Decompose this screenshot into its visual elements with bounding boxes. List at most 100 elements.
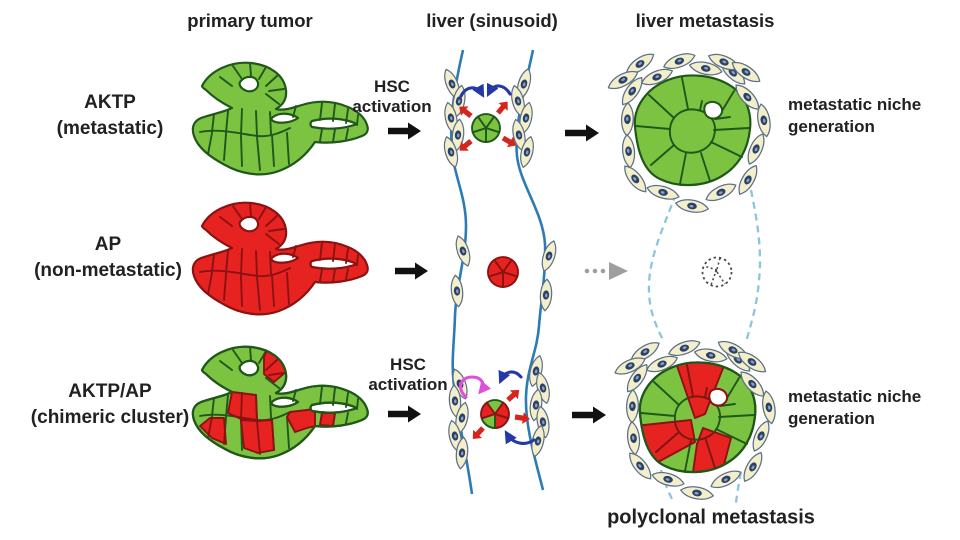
signaling-arrow-blue: [498, 369, 523, 385]
hsc-cell: [607, 70, 639, 90]
hsc-cell: [738, 164, 758, 195]
dead-cell-icon: [701, 256, 733, 288]
blue-arrows-row3: [498, 369, 536, 445]
hsc-cell: [731, 61, 761, 83]
hsc-activation-row3-line2: activation: [368, 375, 448, 394]
hsc-cell: [629, 452, 652, 480]
niche-row1-line2: generation: [788, 117, 875, 136]
hsc-cell: [693, 348, 728, 363]
hsc-cell: [625, 53, 655, 75]
signaling-arrow-blue: [504, 430, 536, 445]
hsc-cell: [762, 390, 776, 425]
hsc-cell: [688, 61, 723, 76]
hsc-cell: [627, 420, 641, 456]
niche-row3-line1: metastatic niche: [788, 387, 922, 406]
crosstalk-arrow-red: [459, 106, 473, 119]
hsc-cell: [705, 183, 737, 202]
hsc-cell: [679, 486, 715, 500]
hsc-cell: [455, 401, 469, 435]
hsc-cell: [539, 278, 553, 312]
column-header-liver-sinusoid: liver (sinusoid): [426, 10, 558, 31]
hsc-cell: [622, 133, 636, 169]
row-label-chimeric-sub: (chimeric cluster): [30, 407, 190, 428]
hsc-cell: [752, 420, 770, 452]
hsc-activation-label-row3: HSC activation: [368, 355, 447, 395]
hsc-activation-label-row1: HSC activation: [352, 77, 431, 117]
circulating-cluster-chimeric: [480, 399, 510, 429]
blue-arrows-row1: [459, 82, 512, 98]
hsc-cell: [662, 53, 696, 69]
primary-tumor-aktp: [191, 61, 369, 176]
hsc-cell: [645, 355, 679, 373]
self-renewal-arrow-magenta: [459, 375, 492, 399]
row-label-ap: AP (non-metastatic): [34, 232, 182, 284]
niche-row1-line1: metastatic niche: [788, 95, 922, 114]
row-label-ap-name: AP: [94, 234, 122, 255]
hsc-cell: [625, 388, 639, 424]
hsc-cell: [646, 184, 680, 200]
hsc-cell: [443, 135, 459, 169]
dashed-vessel-line: [647, 193, 678, 343]
hsc-cell: [450, 274, 464, 308]
hsc-cell: [512, 118, 526, 152]
hsc-cell: [640, 68, 674, 86]
gray-dashed-arrow: [584, 262, 628, 280]
hsc-activation-row3-line1: HSC: [390, 355, 426, 374]
flow-arrow: [388, 405, 421, 423]
hsc-cell: [455, 436, 469, 470]
flow-arrow: [388, 122, 421, 140]
hsc-cell: [757, 103, 771, 138]
niche-label-row1: metastatic niche generation: [788, 94, 921, 138]
hsc-cell: [531, 424, 545, 458]
crosstalk-arrow-red: [514, 412, 530, 425]
column-header-primary-tumor: primary tumor: [187, 10, 313, 31]
primary-tumor-ap: [191, 201, 369, 316]
crosstalk-arrow-red: [472, 426, 485, 439]
hsc-cell: [621, 76, 643, 106]
niche-row3-line2: generation: [788, 409, 875, 428]
hsc-cell: [710, 470, 742, 489]
hsc-cell: [674, 199, 710, 213]
hsc-cell: [620, 101, 634, 137]
hsc-activation-row1-line2: activation: [352, 97, 432, 116]
hsc-cell: [651, 471, 685, 487]
row-label-chimeric: AKTP/AP (chimeric cluster): [31, 379, 189, 431]
red-arrows-row1: [459, 101, 516, 151]
hsc-cell: [743, 451, 763, 482]
hsc-activation-row1-line1: HSC: [374, 77, 410, 96]
primary-tumor-chimeric: [191, 345, 369, 460]
metastatic-niche-hsc-ring-row1: [607, 53, 771, 213]
hsc-cell: [614, 357, 646, 375]
magenta-arrow-row3: [459, 375, 492, 399]
signaling-arrow-blue: [487, 82, 512, 97]
hsc-cell: [626, 363, 648, 393]
crosstalk-arrow-red: [496, 101, 508, 115]
row-label-chimeric-name: AKTP/AP: [68, 381, 152, 402]
metastasis-cluster-chimeric: [638, 361, 757, 474]
hsc-cell: [455, 235, 471, 267]
flow-arrow: [565, 124, 599, 142]
hsc-cell: [520, 135, 534, 169]
signaling-arrow-blue: [459, 83, 485, 98]
hsc-cell: [737, 351, 767, 373]
row-label-aktp: AKTP (metastatic): [57, 90, 164, 142]
crosstalk-arrow-red: [506, 389, 520, 402]
circulating-cluster-ap: [487, 256, 519, 288]
niche-label-row3: metastatic niche generation: [788, 386, 921, 430]
red-arrows-row3: [472, 389, 530, 439]
polyclonal-metastasis-label: polyclonal metastasis: [607, 506, 815, 529]
metastasis-cluster-aktp: [633, 74, 752, 187]
flow-arrow: [572, 406, 606, 424]
crosstalk-arrow-red: [501, 135, 516, 148]
hsc-cell: [667, 340, 701, 356]
hsc-cells-row2: [450, 235, 557, 312]
flow-arrow: [395, 262, 428, 280]
hsc-cell: [541, 240, 557, 272]
dashed-vessel-line: [734, 471, 743, 504]
row-label-aktp-name: AKTP: [84, 92, 136, 113]
hsc-cell: [444, 68, 460, 100]
column-header-liver-metastasis: liver metastasis: [635, 10, 775, 31]
hsc-cell: [740, 371, 765, 397]
